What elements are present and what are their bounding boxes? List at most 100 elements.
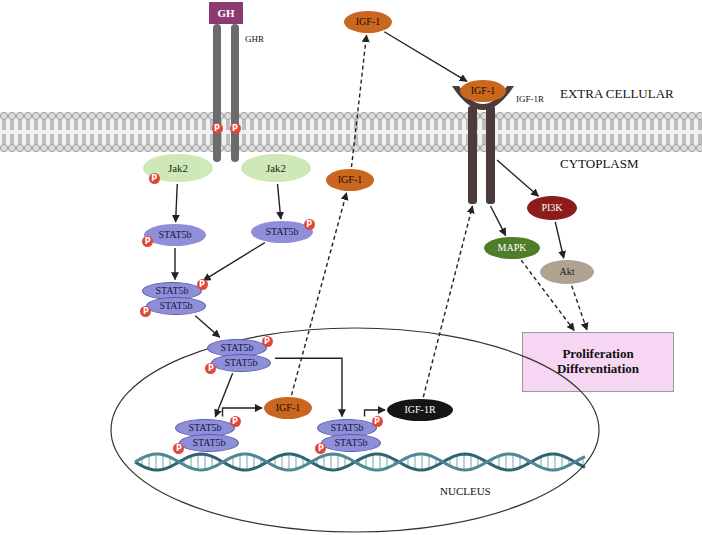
base-pair <box>330 454 331 470</box>
phosphate-mark: P <box>197 279 208 290</box>
base-pair <box>148 455 149 468</box>
kinase-ellipse: Akt <box>540 260 594 284</box>
kinase-ellipse: PI3K <box>527 196 577 220</box>
base-pair <box>162 455 163 470</box>
dashed-arrow <box>351 35 366 167</box>
base-pair <box>463 454 464 470</box>
base-pair <box>547 454 548 469</box>
base-pair <box>421 454 422 470</box>
phosphate-mark: P <box>315 443 326 454</box>
molecule-label: GH <box>217 7 234 20</box>
ligand-ellipse: IGF-1 <box>460 80 506 102</box>
phosphate-mark: P <box>262 336 273 347</box>
phosphate-mark: P <box>142 236 153 247</box>
base-pair <box>414 455 415 470</box>
phosphate-mark: P <box>372 416 383 427</box>
signal-arrow <box>555 222 563 258</box>
ligand-ellipse: IGF-1 <box>344 11 392 33</box>
nucleus-outline: NUCLEUSSTAT5bSTAT5bSTAT5bSTAT5bIGF-1STAT… <box>110 327 600 533</box>
compartment-label: NUCLEUS <box>440 485 491 497</box>
molecule-label: IGF-1 <box>276 402 300 414</box>
phosphate-mark: P <box>212 123 223 134</box>
kinase-ellipse: Jak2 <box>241 154 311 182</box>
molecule-label: Jak2 <box>266 162 286 175</box>
hormone-box: GH <box>209 2 242 24</box>
base-pair <box>498 456 499 468</box>
base-pair <box>379 454 380 470</box>
base-pair <box>239 454 240 469</box>
receptor-chain <box>468 106 477 204</box>
molecule-label: STAT5b <box>158 229 191 241</box>
signal-arrow <box>203 243 264 281</box>
stat-label: STAT5b <box>179 434 239 452</box>
kinase-ellipse: MAPK <box>484 237 540 259</box>
base-pair <box>512 454 513 469</box>
signal-arrow <box>215 373 232 416</box>
signal-arrow <box>277 184 280 219</box>
compartment-label: CYTOPLASM <box>560 156 639 172</box>
stat-ellipse: STAT5b <box>144 224 206 246</box>
receptor-chain <box>213 24 221 162</box>
signal-arrow <box>384 32 467 82</box>
base-pair <box>561 456 562 469</box>
cell-membrane <box>0 112 702 152</box>
base-pair <box>372 454 373 469</box>
gene-ellipse: IGF-1R <box>387 399 453 421</box>
dna-strand <box>135 454 585 470</box>
compartment-label: EXTRA CELLULAR <box>560 86 674 102</box>
stat-label: STAT5b <box>211 354 271 372</box>
nucleus-outline <box>111 328 599 532</box>
base-pair <box>295 455 296 469</box>
base-pair <box>288 454 289 470</box>
base-pair <box>246 454 247 470</box>
dashed-arrow <box>572 286 587 330</box>
signal-arrow <box>223 408 262 417</box>
receptor-label: GHR <box>245 34 264 44</box>
stat-label: STAT5b <box>146 297 206 315</box>
base-pair <box>428 455 429 468</box>
gene-ellipse: IGF-1 <box>264 397 312 419</box>
base-pair <box>197 454 198 470</box>
phosphate-mark: P <box>230 416 241 427</box>
signal-arrow <box>195 316 219 337</box>
base-pair <box>456 455 457 469</box>
phosphate-mark: P <box>140 306 151 317</box>
phosphate-mark: P <box>205 363 216 374</box>
outcome-box: Proliferation Differentiation <box>522 332 674 392</box>
base-pair <box>281 455 282 469</box>
molecule-label: STAT5b <box>265 226 298 238</box>
phosphate-mark: P <box>304 219 315 230</box>
base-pair <box>253 456 254 469</box>
base-pair <box>470 455 471 469</box>
dna-strand <box>135 454 585 470</box>
signal-arrow <box>491 206 506 235</box>
molecule-label: IGF-1 <box>356 16 380 28</box>
molecule-label: IGF-1R <box>404 404 435 416</box>
dashed-arrow <box>423 206 472 397</box>
base-pair <box>155 454 156 470</box>
molecule-label: IGF-1 <box>471 85 495 97</box>
receptor-chain <box>231 24 239 162</box>
molecule-label: Akt <box>560 266 575 278</box>
molecule-label: IGF-1 <box>338 174 362 186</box>
signal-arrow <box>497 160 538 196</box>
signal-arrow <box>176 184 178 222</box>
base-pair <box>204 454 205 469</box>
receptor-label: IGF-1R <box>516 94 544 104</box>
receptor-shape: IGF-1R IGF-1 <box>450 72 560 207</box>
base-pair <box>323 456 324 469</box>
signal-arrow <box>174 248 175 280</box>
receptor-chain <box>486 106 495 204</box>
stat-label: STAT5b <box>321 434 381 452</box>
base-pair <box>190 456 191 468</box>
phosphate-mark: P <box>173 443 184 454</box>
base-pair <box>554 454 555 470</box>
ligand-ellipse: IGF-1 <box>326 169 374 191</box>
phosphate-mark: P <box>149 173 160 184</box>
base-pair <box>337 455 338 470</box>
